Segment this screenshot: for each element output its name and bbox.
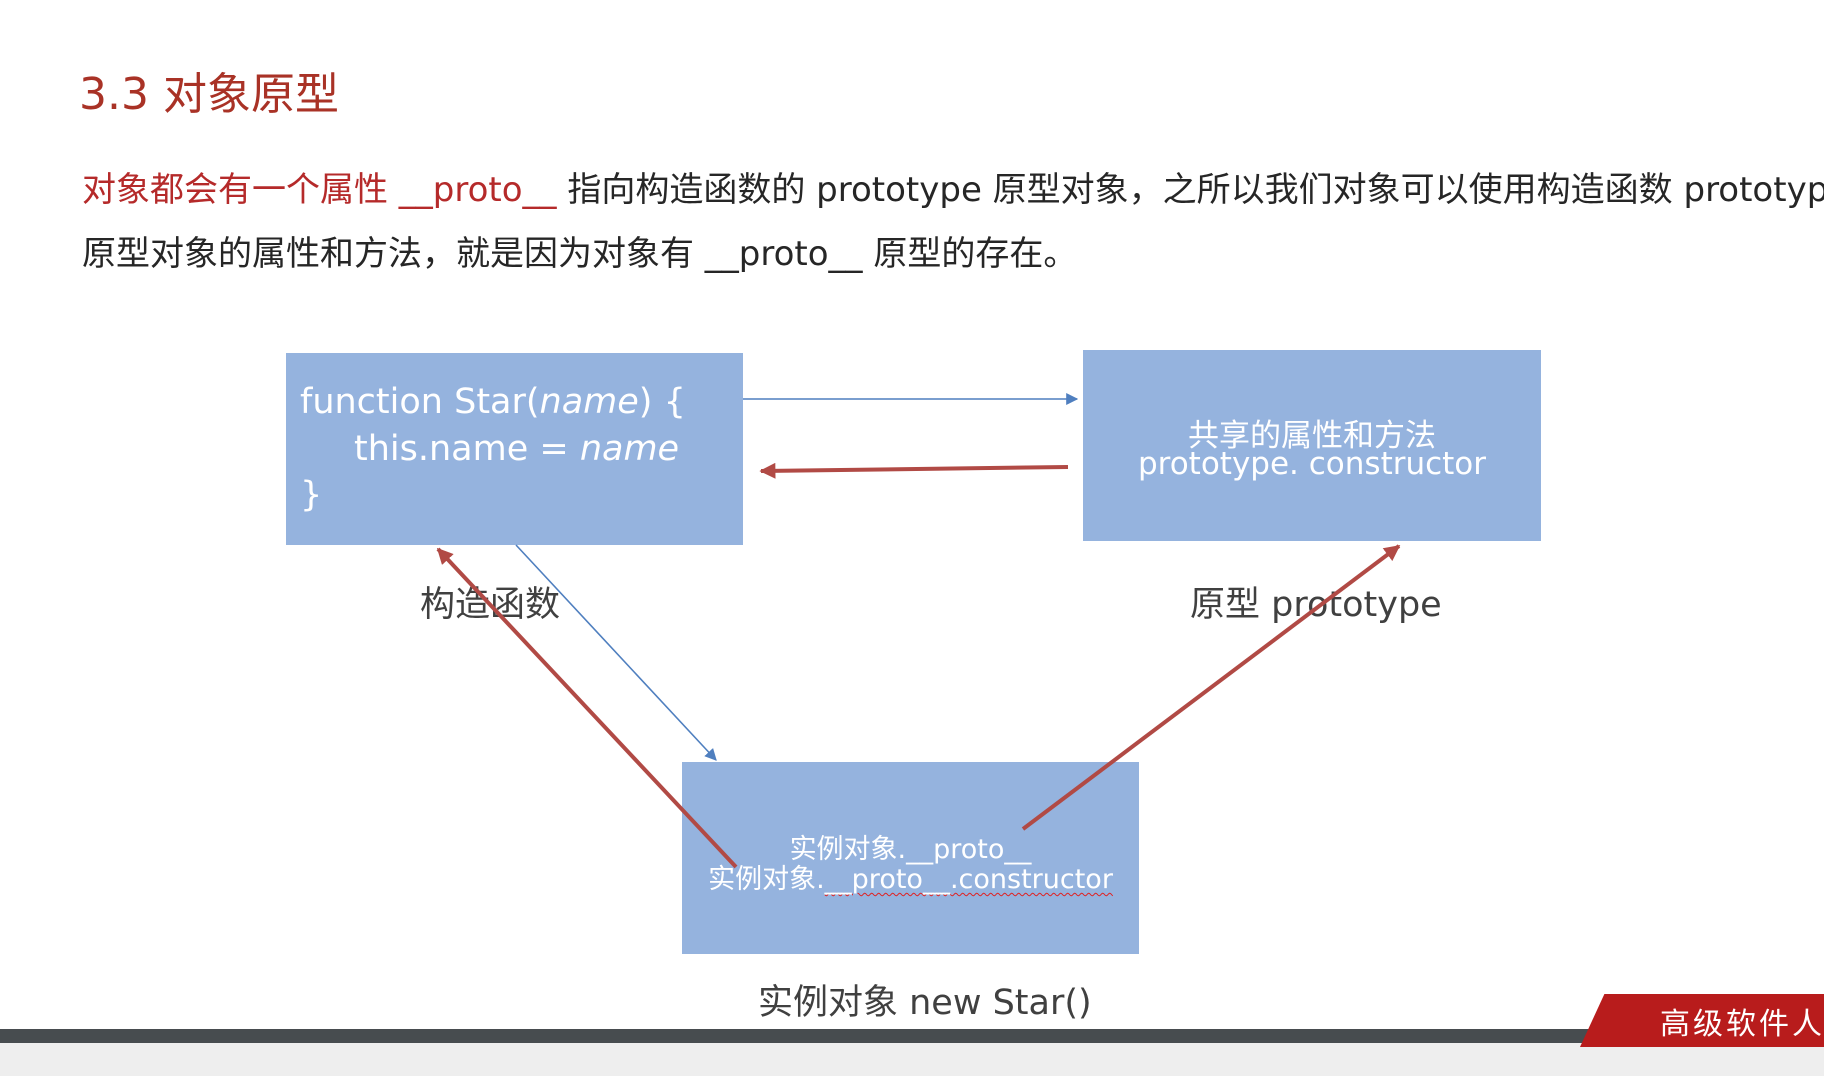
arrow-instance-to-prototype (1021, 544, 1401, 831)
arrow-instance-to-constructor (436, 547, 738, 869)
paragraph-line-1-rest: 指向构造函数的 prototype 原型对象，之所以我们对象可以使用构造函数 p… (556, 170, 1824, 210)
footer-strip (0, 1043, 1824, 1076)
instance-box-line-2: 实例对象.__proto__.constructor (708, 864, 1113, 895)
code-line-2: this.name = name (354, 429, 680, 469)
code-param: name (579, 429, 680, 469)
footer-bar (0, 1029, 1824, 1043)
arrow-constructor-to-instance (515, 544, 717, 761)
brand-banner (1580, 994, 1824, 1047)
prototype-box: 共享的属性和方法 prototype. constructor (1083, 350, 1541, 541)
caption-instance: 实例对象 new Star() (758, 983, 1092, 1023)
paragraph-line-2: 原型对象的属性和方法，就是因为对象有 __proto__ 原型的存在。 (82, 234, 1078, 274)
instance-box-line-1: 实例对象.__proto__ (789, 834, 1032, 865)
slide-title: 3.3 对象原型 (79, 69, 339, 120)
brand-label: 高级软件人 (1660, 1007, 1824, 1042)
code-param: name (539, 382, 639, 422)
constructor-box: function Star(name) { this.name = name } (286, 353, 743, 545)
prototype-box-line-1: 共享的属性和方法 (1188, 418, 1436, 454)
instance-box: 实例对象.__proto__ 实例对象.__proto__.constructo… (682, 762, 1139, 954)
code-line-3: } (300, 475, 323, 515)
spellcheck-squiggle: __proto__.constructor (824, 864, 1113, 895)
prototype-box-line-2: prototype. constructor (1137, 446, 1487, 482)
arrow-prototype-to-constructor (759, 462, 1069, 479)
caption-prototype: 原型 prototype (1190, 585, 1442, 625)
paragraph-highlight: 对象都会有一个属性 __proto__ (82, 170, 557, 210)
code-line-1: function Star(name) { (300, 382, 686, 422)
paragraph-line-1: 对象都会有一个属性 __proto__ 指向构造函数的 prototype 原型… (82, 162, 1824, 211)
